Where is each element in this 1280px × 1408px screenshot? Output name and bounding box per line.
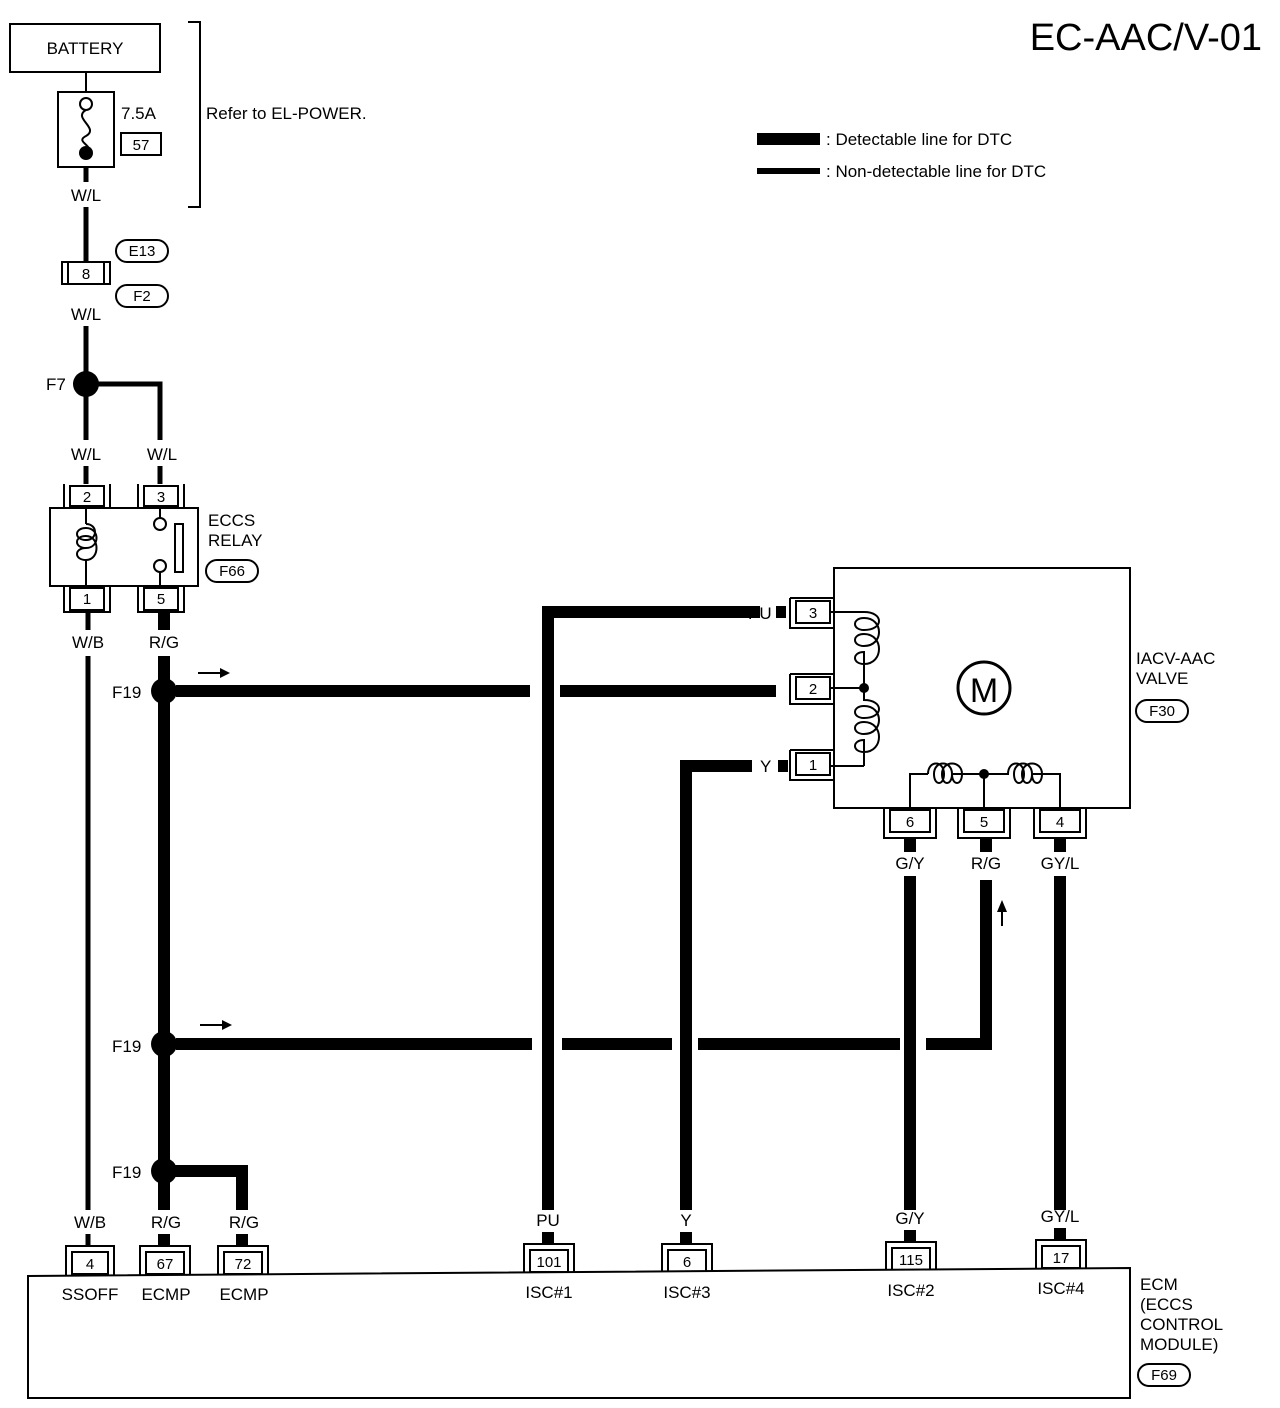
junction-f19-2: F19	[112, 1037, 141, 1056]
wire-label-gyl-valve: GY/L	[1041, 854, 1080, 873]
wire-pu	[542, 606, 760, 1210]
legend-detectable-text: : Detectable line for DTC	[826, 130, 1012, 149]
junction-f19-1-dot	[151, 678, 177, 704]
valve-pin-1: 1	[809, 757, 817, 774]
ecm-terminal-ecmp-72: ECMP	[219, 1285, 268, 1304]
battery-label: BATTERY	[47, 39, 124, 58]
junction-f19-2-dot	[151, 1031, 177, 1057]
ecm-name-1: ECM	[1140, 1275, 1178, 1294]
ecm-terminal-isc1: ISC#1	[525, 1283, 572, 1302]
wire-label-wl-4: W/L	[147, 445, 177, 464]
valve-coil-upper-icon	[854, 611, 880, 688]
wire-label-pu-valve: PU	[748, 604, 772, 623]
wire-label-rg-valve: R/G	[740, 682, 770, 701]
junction-f19-1: F19	[112, 683, 141, 702]
eccs-relay-box	[49, 507, 199, 587]
wire-label-pu-ecm: PU	[536, 1211, 560, 1230]
motor-icon	[956, 660, 1012, 716]
wire-label-wl-1: W/L	[71, 186, 101, 205]
connector-f2: F2	[133, 288, 151, 305]
ecm-pin-101: 101	[536, 1254, 561, 1271]
connector-f69: F69	[1151, 1367, 1177, 1384]
valve-name-1: IACV-AAC	[1136, 649, 1215, 668]
connector-e13: E13	[129, 243, 156, 260]
relay-pin-1: 1	[83, 591, 91, 608]
relay-pin-5: 5	[157, 591, 165, 608]
ecm-pin-67: 67	[157, 1256, 174, 1273]
connector-f30: F30	[1149, 703, 1175, 720]
ecm-name-2: (ECCS	[1140, 1295, 1193, 1314]
ecm-name-4: MODULE)	[1140, 1335, 1218, 1354]
connector-f66: F66	[219, 563, 245, 580]
wire-label-wb-ecm: W/B	[74, 1213, 106, 1232]
wire-label-gy-ecm: G/Y	[895, 1209, 924, 1228]
wire-label-rg-ecm-72: R/G	[229, 1213, 259, 1232]
ecm-pin-6: 6	[683, 1254, 691, 1271]
wire-label-gyl-ecm: GY/L	[1041, 1207, 1080, 1226]
relay-name-1: ECCS	[208, 511, 255, 530]
valve-pin-4: 4	[1056, 814, 1064, 831]
valve-pin-6: 6	[906, 814, 914, 831]
arrow-right-icon	[200, 1020, 232, 1030]
wire-y	[680, 760, 752, 1210]
ecm-terminal-ecmp-67: ECMP	[141, 1285, 190, 1304]
valve-name-2: VALVE	[1136, 669, 1188, 688]
legend-non-detectable-text: : Non-detectable line for DTC	[826, 162, 1046, 181]
wire-label-rg-valve-5: R/G	[971, 854, 1001, 873]
arrow-right-icon	[198, 668, 230, 678]
junction-f7: F7	[46, 375, 66, 394]
relay-name-2: RELAY	[208, 531, 263, 550]
wire-label-wl-2: W/L	[71, 305, 101, 324]
pin-8: 8	[82, 266, 90, 283]
ecm-terminal-isc2: ISC#2	[887, 1281, 934, 1300]
ecm-pin-72: 72	[235, 1256, 252, 1273]
ecm-terminal-ssoff: SSOFF	[62, 1285, 119, 1304]
power-bracket	[188, 21, 201, 208]
fuse-number: 57	[133, 137, 150, 154]
fuse-rating: 7.5A	[121, 104, 157, 123]
page-title: EC-AAC/V-01	[1030, 17, 1262, 59]
ecm-name-3: CONTROL	[1140, 1315, 1223, 1334]
valve-pin-3: 3	[809, 605, 817, 622]
legend: : Detectable line for DTC : Non-detectab…	[757, 130, 1046, 181]
relay-pin-3: 3	[157, 489, 165, 506]
ecm-terminal-isc3: ISC#3	[663, 1283, 710, 1302]
wire-label-wb-1: W/B	[72, 633, 104, 652]
wire-label-y-ecm: Y	[680, 1211, 691, 1230]
ecm-pin-4: 4	[86, 1256, 94, 1273]
valve-coil-lower-icon	[854, 688, 880, 766]
valve-pin-2: 2	[809, 681, 817, 698]
wire-label-gy-valve: G/Y	[895, 854, 924, 873]
valve-pin-5: 5	[980, 814, 988, 831]
motor-label: M	[970, 672, 998, 710]
valve-coil-bottom-right-icon	[984, 762, 1061, 808]
ecm-terminal-isc4: ISC#4	[1037, 1279, 1084, 1298]
battery-box	[9, 23, 161, 73]
ecm-pin-115: 115	[899, 1252, 923, 1269]
arrow-up-icon	[997, 900, 1007, 926]
wire-label-wl-3: W/L	[71, 445, 101, 464]
relay-pin-2: 2	[83, 489, 91, 506]
relay-switch-icon	[174, 523, 184, 573]
valve-coil-bottom-left-icon	[927, 762, 984, 784]
ecm-pin-17: 17	[1053, 1250, 1070, 1267]
wire-label-rg-1: R/G	[149, 633, 179, 652]
wire-label-y-valve: Y	[760, 757, 771, 776]
ecm-box	[27, 1266, 1131, 1399]
refer-text: Refer to EL-POWER.	[206, 104, 367, 123]
junction-f19-3: F19	[112, 1163, 141, 1182]
wire-label-rg-ecm-67: R/G	[151, 1213, 181, 1232]
